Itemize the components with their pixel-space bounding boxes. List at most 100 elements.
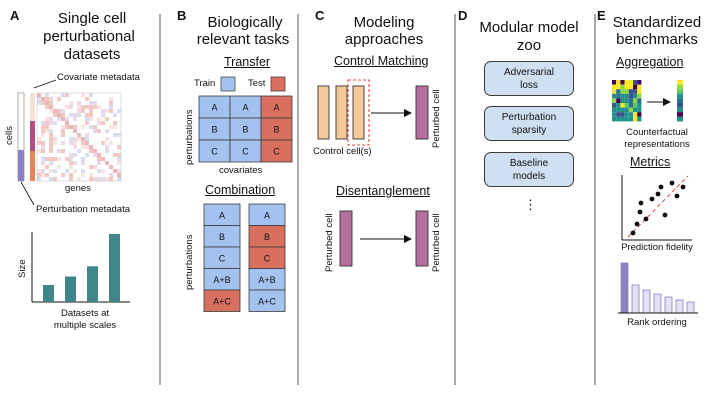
transfer-cell-label: C: [273, 147, 280, 157]
heatmap-cell: [113, 133, 117, 137]
heatmap-cell: [53, 141, 57, 145]
heatmap-cell: [37, 133, 41, 137]
heatmap-cell: [105, 149, 109, 153]
heatmap-cell: [53, 165, 57, 169]
heatmap-cell: [81, 113, 85, 117]
heatmap-cell: [49, 149, 53, 153]
heatmap-cell: [45, 141, 49, 145]
aggregation-cell: [616, 112, 621, 117]
combination-cell-label: A+C: [258, 296, 276, 306]
heatmap-cell: [57, 113, 61, 117]
aggregation-cell: [620, 93, 625, 99]
heatmap-cell: [93, 97, 97, 101]
scatter-point: [649, 196, 655, 202]
heatmap-cell: [45, 133, 49, 137]
perturbed-cell-output: [415, 210, 429, 267]
aggregation-cell: [628, 107, 633, 113]
perturbed-cell-label-output: Perturbed cell: [431, 213, 442, 272]
heatmap-cell: [77, 133, 81, 137]
combination-perturbations-label: perturbations: [184, 234, 195, 290]
heatmap-cell: [105, 165, 109, 169]
perturbed-cell-source: [339, 210, 353, 267]
heatmap-cell: [57, 165, 61, 169]
scatter-point: [634, 221, 640, 227]
aggregation-cell: [616, 93, 621, 99]
heatmap-cell: [41, 141, 45, 145]
heatmap-cell: [49, 157, 53, 161]
train-swatch: [220, 76, 236, 92]
heatmap-cell: [57, 129, 61, 133]
aggregation-cell: [616, 98, 621, 103]
heatmap-cell: [81, 169, 85, 173]
aggregation-cell: [612, 116, 617, 122]
heatmap-cell: [69, 93, 73, 97]
heatmap-cell: [101, 137, 105, 141]
heatmap-cell: [73, 161, 77, 165]
heatmap-cell: [37, 117, 41, 121]
heatmap-cell: [57, 97, 61, 101]
heatmap-cell: [37, 125, 41, 129]
heatmap-cell: [105, 137, 109, 141]
heatmap-cell: [45, 169, 49, 173]
heatmap-cell: [57, 149, 61, 153]
heatmap-cell: [101, 141, 105, 145]
panel-letter-d: D: [458, 8, 468, 23]
heatmap-cell: [97, 129, 101, 133]
aggregated-cell: [677, 98, 683, 103]
identity-line: [627, 175, 689, 238]
rank-bars: [620, 262, 695, 314]
combination-cell-label: A: [219, 210, 225, 220]
heatmap-cell: [93, 133, 97, 137]
size-bar-chart: [31, 232, 130, 303]
heatmap-cell: [37, 141, 41, 145]
control-cell-1: [317, 85, 330, 140]
heatmap-cell: [93, 149, 97, 153]
size-bar: [43, 285, 54, 302]
heatmap-cell: [57, 105, 61, 109]
panel-d-title-1: Modular model: [479, 19, 579, 36]
heatmap-cell: [57, 153, 61, 157]
heatmap-cell: [113, 177, 117, 181]
model-baseline-line1: Baseline: [509, 157, 549, 169]
heatmap-cell: [57, 141, 61, 145]
heatmap-cell: [37, 149, 41, 153]
heatmap-cell: [77, 101, 81, 105]
aggregation-cell: [624, 112, 629, 117]
heatmap-cell: [73, 137, 77, 141]
heatmap-cell: [37, 101, 41, 105]
heatmap-cell: [37, 165, 41, 169]
heatmap-cell: [117, 117, 121, 121]
heatmap-cell: [41, 149, 45, 153]
heatmap-cell: [117, 165, 121, 169]
heatmap-cell: [49, 101, 53, 105]
heatmap-cell: [109, 125, 113, 129]
aggregation-cell: [616, 116, 621, 122]
heatmap-cell: [117, 141, 121, 145]
heatmap-cell: [97, 177, 101, 181]
heatmap-cell: [89, 125, 93, 129]
heatmap-cell: [85, 101, 89, 105]
aggregation-cell: [628, 112, 633, 117]
heatmap-cell: [97, 173, 101, 177]
heatmap-cell: [85, 129, 89, 133]
heatmap-cell: [105, 133, 109, 137]
heatmap-cell: [113, 125, 117, 129]
heatmap-cell: [45, 113, 49, 117]
heatmap-cell: [49, 109, 53, 113]
heatmap-cell: [105, 109, 109, 113]
aggregation-cell: [612, 103, 617, 108]
datasets-caption-2: multiple scales: [53, 320, 117, 331]
heatmap-cell: [117, 161, 121, 165]
combination-cell-label: B: [219, 232, 225, 242]
model-baseline-line2: models: [512, 170, 546, 182]
aggregation-cell: [637, 116, 642, 122]
perturbed-cell-target: [415, 85, 429, 140]
heatmap-cell: [89, 97, 93, 101]
heatmap-cell: [89, 137, 93, 141]
heatmap-cell: [61, 105, 65, 109]
heatmap-cell: [37, 105, 41, 109]
datasets-caption-1: Datasets at: [60, 308, 110, 319]
